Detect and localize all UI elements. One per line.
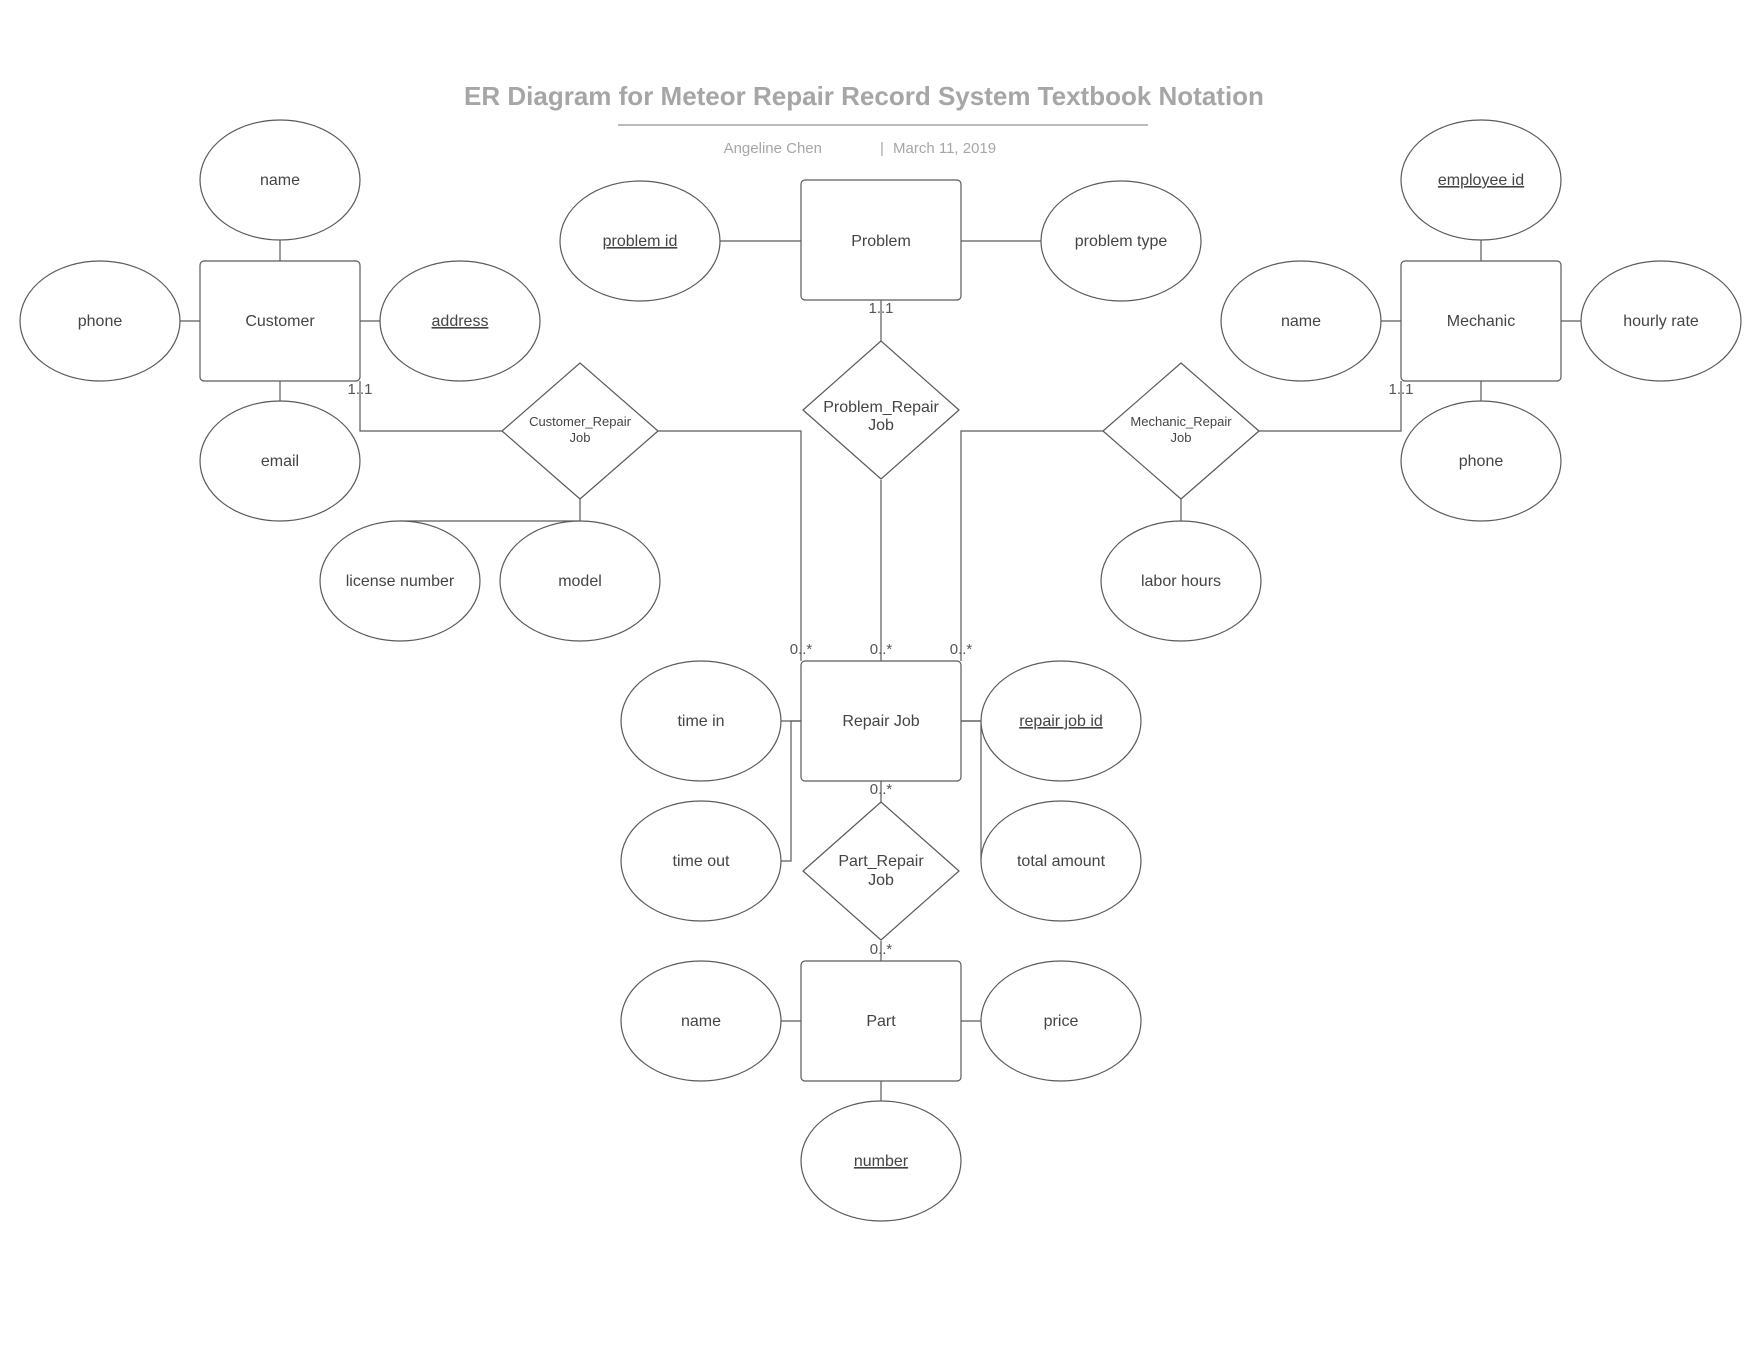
attribute-customer-email-label: email: [261, 453, 299, 470]
relationship-customer-repair-job[interactable]: Customer_Repair Job: [501, 362, 659, 500]
attribute-customer-phone-label: phone: [78, 313, 123, 330]
attribute-total-amount-label: total amount: [1017, 853, 1106, 870]
attribute-customer-name[interactable]: name: [199, 119, 361, 241]
attribute-license-number[interactable]: license number: [319, 520, 481, 642]
entity-mechanic[interactable]: Mechanic: [1400, 260, 1562, 382]
attribute-labor-hours[interactable]: labor hours: [1100, 520, 1262, 642]
relationship-part-repair-job-line1: Part_Repair: [838, 853, 924, 870]
attribute-part-number-label: number: [854, 1153, 909, 1170]
attribute-mechanic-employee-id[interactable]: employee id: [1400, 119, 1562, 241]
cardinality-problem: 1..1: [868, 300, 893, 317]
diagram-title: ER Diagram for Meteor Repair Record Syst…: [464, 81, 1264, 111]
attribute-customer-email[interactable]: email: [199, 400, 361, 522]
conn-mechanic-rel-repair-job: [960, 430, 1103, 661]
attribute-total-amount[interactable]: total amount: [980, 800, 1142, 922]
conn-customer-relationship: [359, 381, 502, 432]
attribute-part-name[interactable]: name: [620, 960, 782, 1082]
entity-repair-job-label: Repair Job: [842, 713, 919, 730]
attribute-customer-address[interactable]: address: [379, 260, 541, 382]
attribute-time-in[interactable]: time in: [620, 660, 782, 782]
relationship-mechanic-repair-job-line2: Job: [1171, 430, 1192, 445]
entity-problem[interactable]: Problem: [800, 179, 962, 301]
entity-mechanic-label: Mechanic: [1447, 313, 1515, 330]
entity-repair-job[interactable]: Repair Job: [800, 660, 962, 782]
cardinality-part-repair-job: 0..*: [870, 941, 893, 958]
attribute-mechanic-name-label: name: [1281, 313, 1321, 330]
relationship-part-repair-job-line2: Job: [868, 872, 894, 889]
attribute-license-number-label: license number: [346, 573, 455, 590]
attribute-mechanic-hourly-rate-label: hourly rate: [1623, 313, 1699, 330]
attribute-part-price[interactable]: price: [980, 960, 1142, 1082]
attribute-mechanic-employee-id-label: employee id: [1438, 172, 1524, 189]
conn-customer-rel-repair-job: [658, 430, 802, 661]
attribute-mechanic-name[interactable]: name: [1220, 260, 1382, 382]
attribute-time-out-label: time out: [673, 853, 730, 870]
subtitle-separator: |: [880, 140, 884, 157]
relationship-problem-repair-job-line1: Problem_Repair: [823, 399, 939, 416]
attribute-model-label: model: [558, 573, 602, 590]
entity-customer-label: Customer: [245, 313, 315, 330]
cardinality-repair-job-problem: 0..*: [870, 641, 893, 658]
attribute-problem-id[interactable]: problem id: [559, 180, 721, 302]
attribute-problem-type-label: problem type: [1075, 233, 1168, 250]
attribute-problem-id-label: problem id: [603, 233, 678, 250]
relationship-mechanic-repair-job-line1: Mechanic_Repair: [1130, 414, 1232, 429]
author: Angeline Chen: [724, 140, 822, 157]
cardinality-repair-job-customer: 0..*: [790, 641, 813, 658]
relationship-problem-repair-job-line2: Job: [868, 417, 894, 434]
entity-customer[interactable]: Customer: [199, 260, 361, 382]
relationship-part-repair-job[interactable]: Part_Repair Job: [802, 801, 960, 941]
conn-total-amount: [961, 720, 982, 861]
attribute-customer-name-label: name: [260, 172, 300, 189]
cardinality-repair-job-mechanic: 0..*: [950, 641, 973, 658]
attribute-customer-address-label: address: [432, 313, 489, 330]
conn-mechanic-relationship: [1259, 381, 1402, 432]
attribute-mechanic-phone[interactable]: phone: [1400, 400, 1562, 522]
attribute-repair-job-id[interactable]: repair job id: [980, 660, 1142, 782]
relationship-customer-repair-job-line2: Job: [570, 430, 591, 445]
date: March 11, 2019: [893, 140, 996, 157]
attribute-customer-phone[interactable]: phone: [19, 260, 181, 382]
attribute-labor-hours-label: labor hours: [1141, 573, 1221, 590]
attribute-part-number[interactable]: number: [800, 1100, 962, 1222]
relationship-problem-repair-job[interactable]: Problem_Repair Job: [802, 340, 960, 480]
attribute-problem-type[interactable]: problem type: [1040, 180, 1202, 302]
cardinality-customer: 1..1: [347, 381, 372, 398]
cardinality-mechanic: 1..1: [1388, 381, 1413, 398]
attribute-part-price-label: price: [1044, 1013, 1079, 1030]
entity-part[interactable]: Part: [800, 960, 962, 1082]
conn-time-out: [781, 720, 801, 862]
attribute-mechanic-phone-label: phone: [1459, 453, 1504, 470]
entity-problem-label: Problem: [851, 233, 911, 250]
cardinality-repair-job-part: 0..*: [870, 781, 893, 798]
attribute-time-in-label: time in: [677, 713, 724, 730]
attribute-model[interactable]: model: [499, 520, 661, 642]
relationship-customer-repair-job-line1: Customer_Repair: [529, 414, 632, 429]
attribute-time-out[interactable]: time out: [620, 800, 782, 922]
entity-part-label: Part: [866, 1013, 896, 1030]
attribute-mechanic-hourly-rate[interactable]: hourly rate: [1580, 260, 1742, 382]
attribute-repair-job-id-label: repair job id: [1019, 713, 1103, 730]
relationship-mechanic-repair-job[interactable]: Mechanic_Repair Job: [1102, 362, 1260, 500]
attribute-part-name-label: name: [681, 1013, 721, 1030]
conn-license-number: [400, 498, 581, 522]
